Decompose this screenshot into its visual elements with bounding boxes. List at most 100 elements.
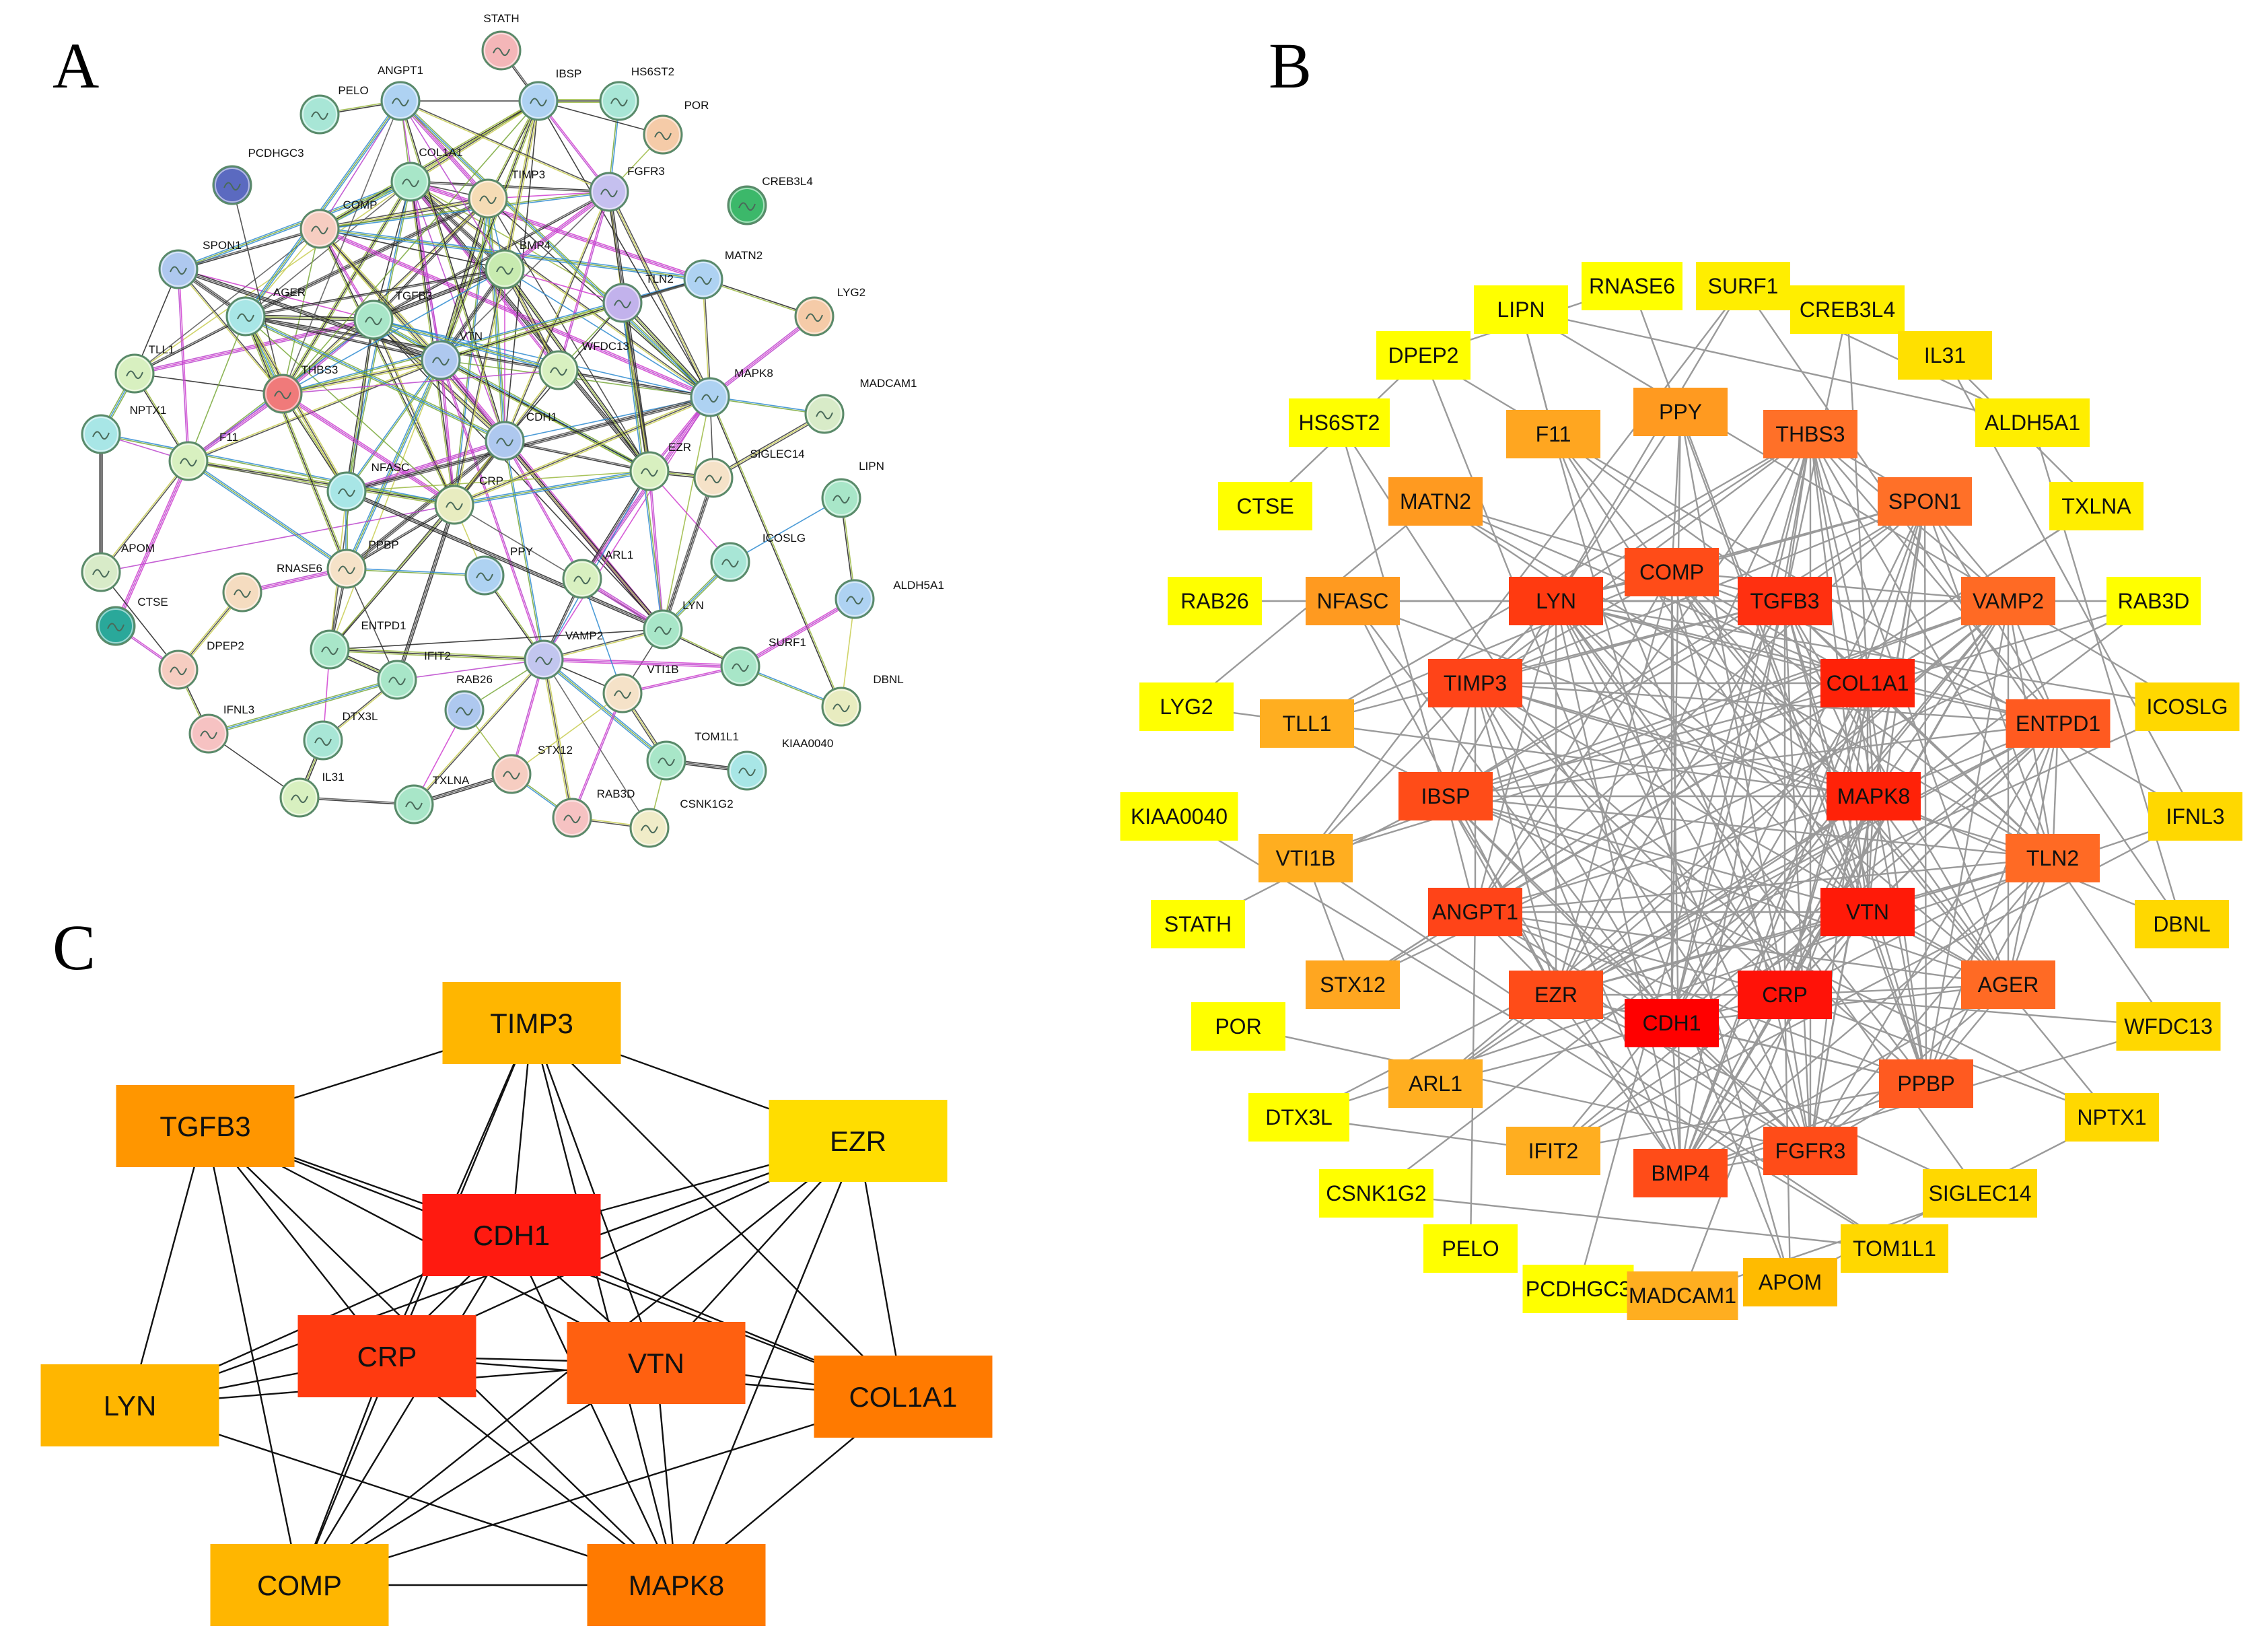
a-node-highlight-pelo — [302, 97, 337, 132]
a-node-ifnl3: IFNL3 — [188, 703, 254, 754]
a-node-highlight-surf1 — [723, 649, 758, 684]
b-edge-ifit2-ppbp — [1553, 1082, 1927, 1152]
b-node-box-apom — [1743, 1258, 1837, 1306]
b-node-box-rab26 — [1168, 577, 1262, 625]
a-node-label-vamp2: VAMP2 — [565, 629, 603, 642]
b-edge-icoslg-lyn — [1555, 600, 2188, 708]
b-node-box-rnase6 — [1582, 262, 1682, 310]
b-edge-apom-dpep2 — [1422, 355, 1792, 1283]
a-edge-cdh1-nfasc — [346, 439, 505, 491]
b-node-col1a1: COL1A1 — [1820, 659, 1915, 707]
a-edge-madcam1-siglec14 — [712, 412, 824, 477]
a-edge-vamp2-csnk1g2 — [543, 659, 650, 829]
a-node-structure-lipn — [832, 495, 850, 504]
a-edge-fgfr3-bmp4 — [504, 191, 610, 270]
a-node-tll1: TLL1 — [114, 343, 174, 394]
b-edge-kiaa0040-tom1l1 — [1178, 815, 1895, 1250]
b-node-nfasc: NFASC — [1306, 577, 1400, 625]
b-node-crp: CRP — [1738, 971, 1832, 1019]
c-node-mapk8: MAPK8 — [587, 1544, 766, 1626]
a-node-structure-spon1 — [170, 266, 187, 275]
a-edge-vtn-ezr — [441, 359, 650, 471]
b-node-box-matn2 — [1388, 477, 1483, 526]
a-edge-vtn-ager — [245, 316, 441, 361]
b-node-label-madcam1: MADCAM1 — [1629, 1284, 1736, 1308]
a-edge-crp-bmp4 — [454, 269, 506, 505]
a-node-structure-pcdhgc3 — [223, 182, 241, 191]
a-node-structure-comp — [311, 225, 328, 235]
c-node-box-cdh1 — [422, 1194, 601, 1276]
a-node-highlight-ctse — [98, 608, 133, 643]
a-node-highlight-nptx1 — [83, 417, 118, 452]
a-node-structure-hs6st2 — [610, 98, 628, 107]
b-node-pcdhgc3: PCDHGC3 — [1522, 1265, 1634, 1313]
a-edge-thbs3-pcdhgc3 — [232, 184, 283, 394]
a-node-structure-ppbp — [338, 565, 355, 575]
a-edge-tgfb3-lyn — [373, 319, 664, 630]
a-edge-col1a1-fgfr3 — [411, 180, 610, 192]
b-node-lipn: LIPN — [1474, 285, 1568, 334]
b-node-label-f11: F11 — [1536, 422, 1571, 446]
a-edge-timp3-vtn — [440, 198, 489, 361]
b-node-box-angpt1 — [1428, 888, 1522, 936]
a-node-aldh5a1: ALDH5A1 — [835, 579, 944, 619]
a-node-label-comp: COMP — [343, 199, 378, 211]
a-edge-lyn-entpd1 — [329, 629, 664, 650]
b-node-label-lyg2: LYG2 — [1160, 695, 1213, 719]
b-edge-comp-mapk8 — [1671, 571, 1874, 797]
a-node-label-nptx1: NPTX1 — [130, 404, 167, 417]
c-node-box-mapk8 — [587, 1544, 766, 1626]
a-node-structure-dtx3l — [314, 737, 332, 746]
a-edge-f11-ppbp — [188, 459, 348, 568]
a-edge-cdh1-fgfr3 — [505, 192, 610, 442]
a-edge-vtn-vamp2 — [439, 360, 544, 660]
a-edge-vti1b-rab3d — [572, 693, 624, 818]
b-node-label-tgfb3: TGFB3 — [1750, 589, 1819, 613]
a-edge-timp3-tgfb3 — [374, 199, 489, 321]
a-edge-lyn-vamp2 — [543, 628, 663, 660]
b-node-box-tll1 — [1260, 699, 1354, 748]
a-node-dbnl: DBNL — [821, 673, 904, 727]
a-node-structure-tom1l1 — [658, 757, 675, 767]
a-edge-fgfr3-bmp4 — [505, 192, 610, 271]
b-node-box-tom1l1 — [1841, 1224, 1948, 1273]
b-node-box-ifnl3 — [2148, 792, 2242, 841]
a-node-structure-pelo — [311, 111, 328, 120]
b-edge-nptx1-crp — [1784, 993, 2113, 1119]
b-node-label-creb3l4: CREB3L4 — [1800, 297, 1895, 322]
b-node-box-dpep2 — [1376, 331, 1470, 380]
a-edge-ibsp-bmp4 — [505, 101, 540, 270]
a-edge-tgfb3-ezr — [374, 318, 651, 470]
a-edge-crp-mapk8 — [454, 396, 711, 505]
b-edge-ibsp-cdh1 — [1445, 796, 1672, 1024]
b-edge-angpt1-crp — [1475, 911, 1785, 996]
a-node-label-bmp4: BMP4 — [520, 239, 551, 252]
b-edge-crp-entpd1 — [1784, 723, 2059, 995]
c-node-label-comp: COMP — [257, 1570, 342, 1601]
b-node-label-tll1: TLL1 — [1283, 711, 1332, 736]
b-node-label-angpt1: ANGPT1 — [1432, 900, 1518, 924]
a-edge-bmp4-thbs3 — [282, 269, 505, 394]
a-node-structure-il31 — [291, 794, 308, 804]
a-node-structure-nfasc — [338, 488, 355, 497]
b-node-box-spon1 — [1878, 477, 1972, 526]
a-node-highlight-lipn — [824, 481, 859, 516]
a-node-label-wfdc13: WFDC13 — [582, 340, 629, 353]
b-edge-mapk8-ppbp — [1872, 796, 1927, 1084]
a-node-highlight-entpd1 — [312, 632, 347, 667]
a-edge-wfdc13-tgfb3 — [373, 320, 559, 372]
b-edge-ibsp-vtn — [1445, 795, 1868, 913]
b-node-label-nfasc: NFASC — [1317, 589, 1389, 613]
a-node-tom1l1: TOM1L1 — [646, 730, 739, 781]
c-node-lyn: LYN — [40, 1364, 219, 1446]
a-node-vtn: VTN — [421, 330, 483, 380]
a-node-structure-bmp4 — [496, 266, 513, 275]
b-node-label-txlna: TXLNA — [2061, 494, 2131, 518]
a-edge-nfasc-ezr — [346, 470, 650, 492]
a-edge-timp3-ager — [244, 197, 488, 316]
a-node-bmp4: BMP4 — [485, 239, 551, 289]
b-node-rab26: RAB26 — [1168, 577, 1262, 625]
a-node-label-ifnl3: IFNL3 — [223, 703, 254, 716]
b-node-spon1: SPON1 — [1878, 477, 1972, 526]
a-edge-tgfb3-tll1 — [134, 318, 374, 373]
